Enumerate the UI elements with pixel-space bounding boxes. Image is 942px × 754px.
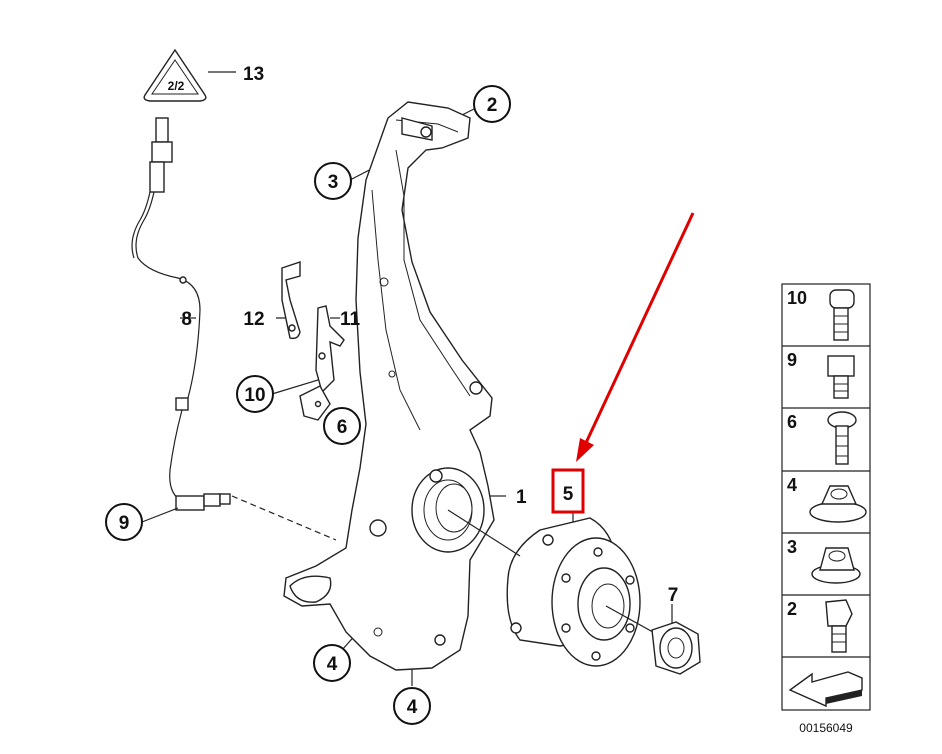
callout-13: 13 — [243, 64, 264, 85]
callout-3-text: 3 — [328, 172, 339, 193]
callout-3: 3 — [314, 162, 352, 200]
bolt-10-icon — [829, 289, 855, 341]
legend-item-3: 3 — [787, 537, 797, 557]
callout-12: 12 — [243, 309, 264, 330]
callout-4b-text: 4 — [407, 697, 418, 718]
callout-5: 5 — [563, 484, 574, 505]
legend-item-2: 2 — [787, 599, 797, 619]
callout-6: 6 — [323, 407, 361, 445]
bolt-2-icon — [825, 599, 853, 653]
legend-item-10: 10 — [787, 288, 807, 308]
highlight-arrow — [576, 212, 695, 462]
callout-7: 7 — [668, 585, 679, 606]
wheel-hub — [447, 509, 661, 667]
callout-2: 2 — [473, 85, 511, 123]
callout-9-text: 9 — [119, 513, 130, 534]
callout-2-text: 2 — [487, 95, 498, 116]
callout-10: 10 — [236, 375, 274, 413]
nut-3-icon — [811, 547, 861, 584]
abs-sensor-assembly: 2/2 — [131, 48, 231, 511]
collar-nut — [651, 621, 701, 675]
legend-item-4: 4 — [787, 475, 797, 495]
callout-9: 9 — [105, 503, 143, 541]
highlight-box — [551, 468, 585, 514]
callout-8: 8 — [181, 309, 192, 330]
callout-4a: 4 — [313, 644, 351, 682]
callout-11: 11 — [340, 309, 361, 330]
bolt-6-icon — [827, 411, 857, 465]
callout-10-text: 10 — [244, 385, 265, 406]
sensor-warning-label: 2/2 — [168, 79, 185, 93]
catalog-number: 00156049 — [799, 721, 853, 735]
bolt-9-icon — [827, 355, 855, 399]
callout-1: 1 — [516, 487, 527, 508]
callout-6-text: 6 — [337, 417, 348, 438]
legend-item-9: 9 — [787, 350, 797, 370]
legend-item-6: 6 — [787, 412, 797, 432]
nut-4-icon — [809, 485, 867, 523]
callout-4b: 4 — [393, 687, 431, 725]
direction-arrow-icon — [788, 671, 863, 708]
callout-4a-text: 4 — [327, 654, 338, 675]
clip-brackets — [281, 261, 345, 421]
fastener-legend: 10 9 6 4 3 2 — [781, 283, 871, 711]
